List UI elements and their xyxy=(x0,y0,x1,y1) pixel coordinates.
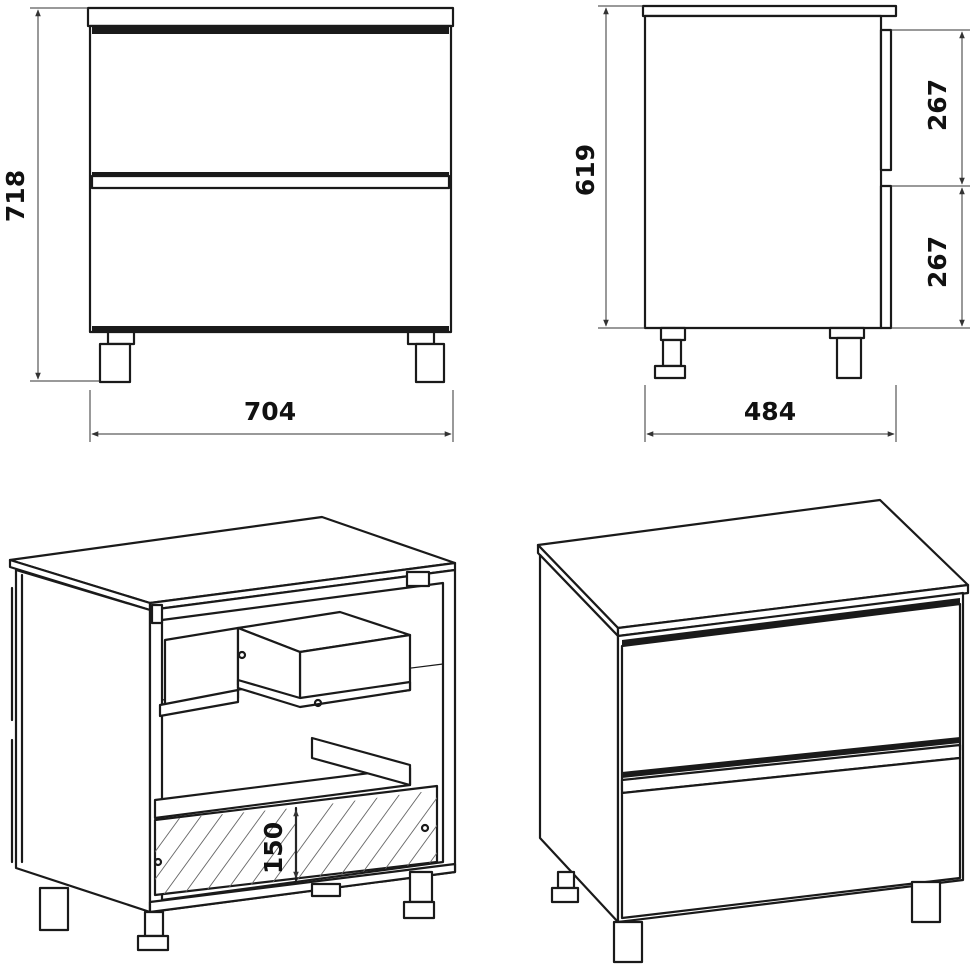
iso-open-upper-drawer-hole-2 xyxy=(313,698,323,708)
dim-150-label: 150 xyxy=(259,822,288,874)
dim-267b-label: 267 xyxy=(923,236,952,288)
iso-open-leg-front-right-foot xyxy=(402,900,436,920)
front-leg-left-top xyxy=(106,330,136,346)
front-top-handle xyxy=(92,26,449,34)
iso-closed-leg-front-left xyxy=(612,920,644,964)
iso-open-upper-drawer-hole xyxy=(237,650,247,660)
iso-open-leg-back-left xyxy=(38,886,70,932)
iso-open-leg-front-right xyxy=(408,870,434,904)
dim-484-label: 484 xyxy=(744,397,796,426)
iso-open-upper-drawer-base xyxy=(236,678,412,709)
front-leg-right xyxy=(414,342,446,384)
iso-open-bottom-hole-right xyxy=(420,823,430,833)
iso-closed-leg-back-left-top xyxy=(556,870,576,890)
side-body xyxy=(643,14,883,330)
iso-closed-leg-back-left-foot xyxy=(550,886,580,904)
iso-closed-countertop-edge-front xyxy=(616,583,970,638)
iso-closed-bottom-drawer xyxy=(620,756,962,920)
front-leg-left xyxy=(98,342,132,384)
iso-open-leg-back-right xyxy=(310,882,342,898)
dim-267a-label: 267 xyxy=(923,79,952,131)
front-plinth xyxy=(92,326,449,332)
dim-704-label: 704 xyxy=(244,397,296,426)
side-leg-left xyxy=(661,338,683,368)
dim-718-label: 718 xyxy=(1,170,30,222)
iso-open-bottom-hole-left xyxy=(153,857,163,867)
front-countertop xyxy=(86,6,455,28)
side-view: 484 619 267 267 xyxy=(571,4,970,442)
closed-iso-view xyxy=(536,498,970,964)
iso-open-hinge-bracket xyxy=(405,570,431,588)
iso-open-leg-front-left xyxy=(143,910,165,938)
iso-closed-middle-handle xyxy=(622,737,960,778)
dim-619-label: 619 xyxy=(571,144,600,196)
side-drawer-front-top xyxy=(879,28,893,172)
side-leg-left-top xyxy=(659,326,687,342)
front-leg-right-top xyxy=(406,330,436,346)
open-iso-view: 150 xyxy=(8,515,457,952)
side-leg-left-foot xyxy=(653,364,687,380)
iso-closed-top-handle xyxy=(622,598,960,646)
side-leg-right xyxy=(835,336,863,380)
side-drawer-front-bottom xyxy=(879,184,893,330)
front-drawer-divider xyxy=(92,172,449,176)
front-view: 704 718 xyxy=(1,6,455,442)
iso-open-hinge-left xyxy=(150,603,164,625)
iso-closed-leg-front-right xyxy=(910,880,942,924)
iso-open-side-panel xyxy=(14,568,152,914)
iso-open-plinth xyxy=(148,862,457,914)
side-leg-right-top xyxy=(828,326,866,340)
side-countertop xyxy=(641,4,898,18)
front-middle-handle xyxy=(90,174,451,190)
iso-open-upper-drawer-base-left xyxy=(158,688,240,718)
iso-open-leg-front-left-foot xyxy=(136,934,170,952)
